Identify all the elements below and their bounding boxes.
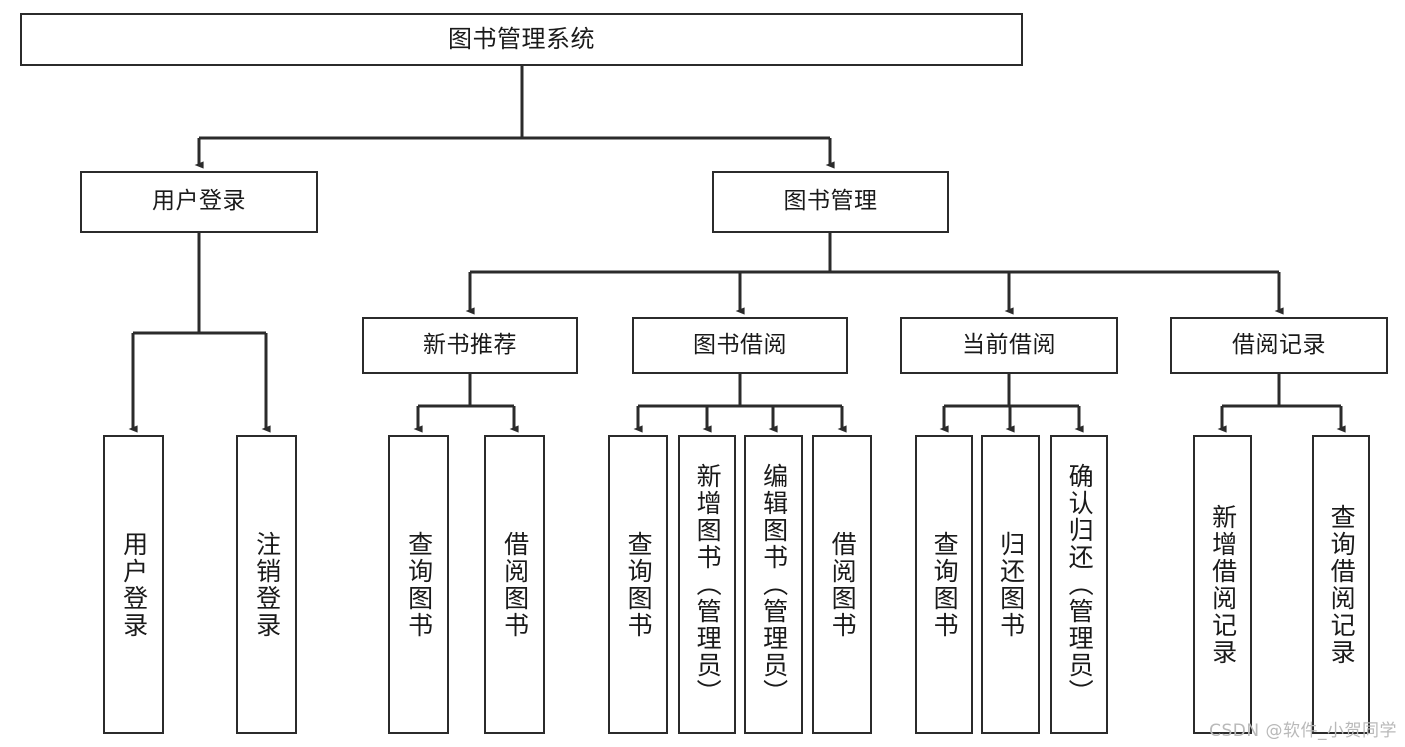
node-label: 新书推荐 xyxy=(423,331,517,358)
node-book-borrow[interactable]: 图书借阅 xyxy=(632,317,848,374)
node-label: 图书管理 xyxy=(783,188,878,215)
node-label: 新增借阅记录 xyxy=(1208,503,1238,666)
node-label: 归还图书 xyxy=(996,530,1026,639)
node-label: 用户登录 xyxy=(119,530,149,639)
node-label: 注销登录 xyxy=(252,530,282,639)
node-label: 查询借阅记录 xyxy=(1327,503,1357,666)
node-label: 借阅记录 xyxy=(1232,331,1326,358)
node-label: 编辑图书（管理员） xyxy=(759,463,789,706)
node-label: 图书借阅 xyxy=(693,331,787,358)
node-label: 借阅图书 xyxy=(500,530,530,639)
leaf-return-books[interactable]: 归还图书 xyxy=(981,435,1040,734)
leaf-confirm-return-admin[interactable]: 确认归还（管理员） xyxy=(1050,435,1108,734)
node-root-library-system[interactable]: 图书管理系统 xyxy=(20,13,1023,66)
node-label: 查询图书 xyxy=(404,530,434,639)
watermark: CSDN @软件_小贺同学 xyxy=(1209,721,1397,741)
node-borrow-records[interactable]: 借阅记录 xyxy=(1170,317,1388,374)
node-book-management[interactable]: 图书管理 xyxy=(712,171,949,233)
leaf-add-borrow-record[interactable]: 新增借阅记录 xyxy=(1193,435,1252,734)
node-label: 查询图书 xyxy=(624,530,654,639)
node-label: 确认归还（管理员） xyxy=(1065,463,1095,706)
node-label: 图书管理系统 xyxy=(448,25,595,54)
leaf-query-books-borrow[interactable]: 查询图书 xyxy=(608,435,668,734)
leaf-user-login[interactable]: 用户登录 xyxy=(103,435,164,734)
leaf-query-books-new[interactable]: 查询图书 xyxy=(388,435,449,734)
leaf-borrow-books[interactable]: 借阅图书 xyxy=(812,435,872,734)
node-label: 当前借阅 xyxy=(962,331,1056,358)
leaf-query-borrow-record[interactable]: 查询借阅记录 xyxy=(1312,435,1370,734)
node-new-book-recommend[interactable]: 新书推荐 xyxy=(362,317,578,374)
node-label: 新增图书（管理员） xyxy=(693,463,723,706)
node-label: 用户登录 xyxy=(152,188,246,215)
node-label: 查询图书 xyxy=(930,530,960,639)
leaf-borrow-books-new[interactable]: 借阅图书 xyxy=(484,435,545,734)
leaf-query-books-current[interactable]: 查询图书 xyxy=(915,435,973,734)
leaf-add-book-admin[interactable]: 新增图书（管理员） xyxy=(678,435,736,734)
node-current-borrow[interactable]: 当前借阅 xyxy=(900,317,1118,374)
node-label: 借阅图书 xyxy=(828,530,858,639)
node-user-login[interactable]: 用户登录 xyxy=(80,171,318,233)
leaf-edit-book-admin[interactable]: 编辑图书（管理员） xyxy=(744,435,803,734)
leaf-logout[interactable]: 注销登录 xyxy=(236,435,297,734)
